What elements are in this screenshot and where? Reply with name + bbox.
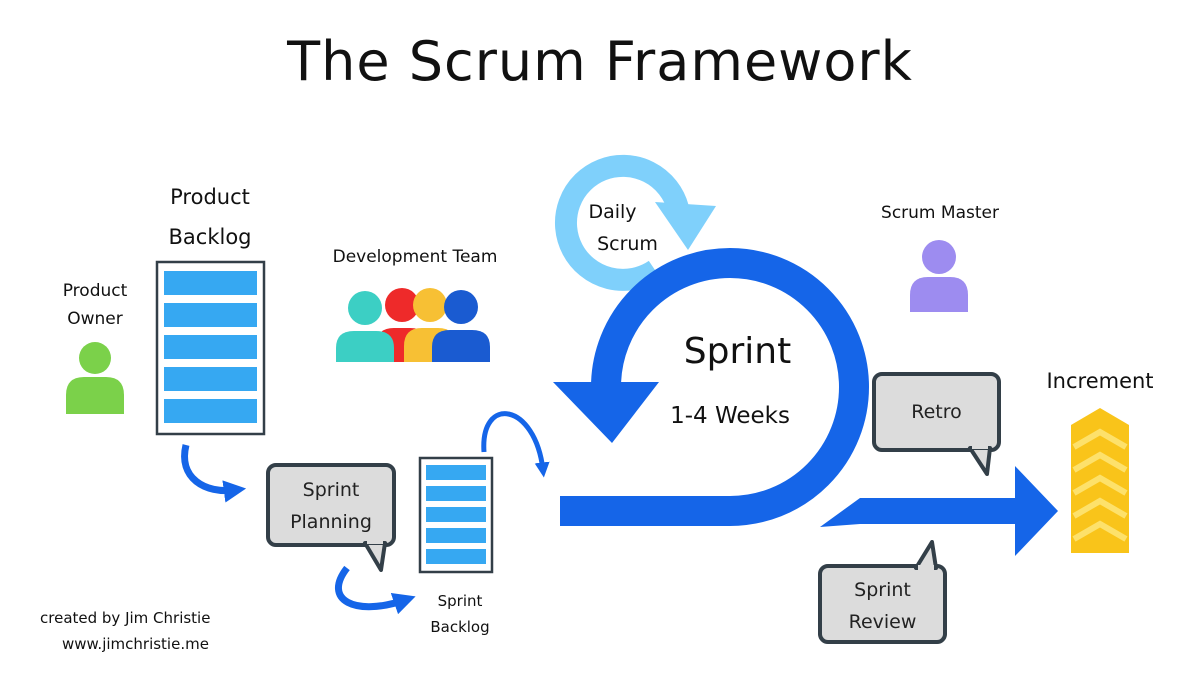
sprint-backlog-label-line2: Backlog	[430, 618, 490, 636]
sprint-planning-bubble-line1: Sprint	[302, 479, 360, 501]
sprint-review-bubble-icon	[818, 540, 947, 644]
scrum-master-label: Scrum Master	[881, 203, 999, 223]
sprint-label: Sprint	[683, 331, 792, 372]
development-team-icon	[336, 288, 490, 362]
sprint-backlog-label-line1: Sprint	[437, 592, 483, 610]
product-owner-label-line2: Owner	[67, 309, 123, 329]
backlog-to-planning-arrow-icon	[181, 444, 247, 503]
page-title: The Scrum Framework	[287, 30, 913, 93]
product-owner-label-line1: Product	[62, 281, 128, 301]
product-backlog-label-line1: Product	[170, 185, 250, 209]
daily-scrum-cycle-icon	[554, 154, 716, 291]
product-owner-person-icon	[66, 342, 124, 414]
sprint-backlog-to-sprint-arrow-icon	[481, 411, 550, 478]
retro-bubble-icon	[872, 372, 1001, 476]
sprint-cycle-arrow-icon	[553, 248, 869, 526]
sprint-planning-bubble-line2: Planning	[290, 511, 372, 533]
credit-author: created by Jim Christie	[40, 609, 211, 627]
product-backlog-list-icon	[155, 260, 266, 436]
planning-to-sprint-backlog-arrow-icon	[335, 565, 416, 615]
product-backlog-label-line2: Backlog	[168, 225, 252, 249]
daily-scrum-label-line1: Daily	[588, 201, 637, 223]
increment-chevron-icon	[1071, 408, 1129, 553]
retro-bubble-text: Retro	[911, 401, 962, 423]
increment-label: Increment	[1046, 369, 1154, 393]
sprint-review-bubble-line1: Sprint	[854, 579, 911, 601]
development-team-label: Development Team	[332, 247, 498, 267]
sprint-review-bubble-line2: Review	[848, 611, 917, 633]
daily-scrum-label-line2: Scrum	[597, 233, 658, 255]
sprint-duration-label: 1-4 Weeks	[670, 403, 790, 429]
credit-url: www.jimchristie.me	[62, 635, 209, 653]
sprint-backlog-list-icon	[418, 456, 494, 574]
sprint-planning-bubble-icon	[266, 463, 396, 572]
increment-arrow-icon	[820, 466, 1058, 556]
scrum-master-person-icon	[910, 240, 968, 312]
